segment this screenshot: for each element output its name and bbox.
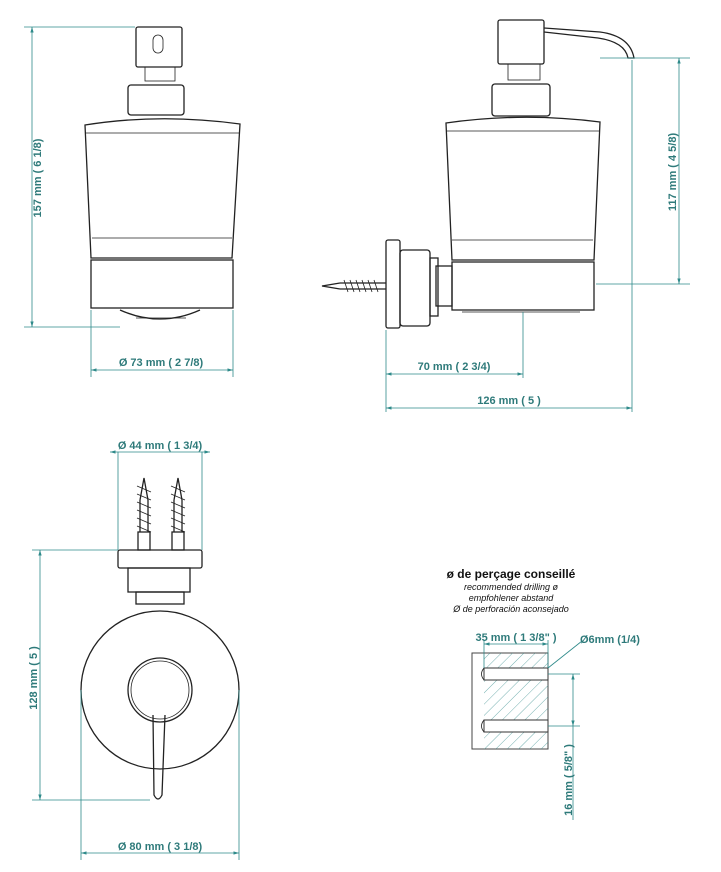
dim-height-128 [32,549,150,801]
drilling-german: empfohlener abstand [469,593,555,603]
dim-height-117 [596,57,690,285]
front-view-dispenser [84,26,241,320]
dim-diameter-80 [80,690,240,860]
drilling-section [471,652,549,750]
dim-label-drill-diameter: Ø6mm (1/4) [580,634,640,646]
dim-label-70: 70 mm ( 2 3/4) [418,361,491,373]
dim-drill-spacing [548,673,580,820]
dim-label-128: 128 mm ( 5 ) [28,646,40,710]
dim-drill-depth [483,640,549,668]
top-view-dispenser [80,477,240,800]
dim-diameter-73 [90,310,234,377]
dim-height-157 [24,26,135,328]
drilling-spanish: Ø de perforación aconsejado [452,604,569,614]
dim-label-117: 117 mm ( 4 5/8) [667,133,679,212]
dim-label-157: 157 mm ( 6 1/8) [32,138,44,217]
dim-projection-126 [386,60,633,412]
dim-label-80: Ø 80 mm ( 3 1/8) [118,841,203,853]
drilling-english: recommended drilling ø [464,582,559,592]
dim-label-73: Ø 73 mm ( 2 7/8) [119,357,204,369]
dim-drill-diameter [547,640,583,669]
dim-label-126: 126 mm ( 5 ) [477,395,541,407]
screw-left [136,477,152,551]
dim-diameter-44 [110,450,210,550]
dim-label-drill-spacing: 16 mm ( 5/8" ) [563,744,575,816]
screw-right [170,477,186,551]
dim-projection-70 [385,312,524,412]
drilling-title: ø de perçage conseillé [447,567,576,581]
side-view-dispenser [321,19,635,329]
dim-label-44: Ø 44 mm ( 1 3/4) [118,440,203,452]
dim-label-drill-depth: 35 mm ( 1 3/8" ) [475,632,556,644]
